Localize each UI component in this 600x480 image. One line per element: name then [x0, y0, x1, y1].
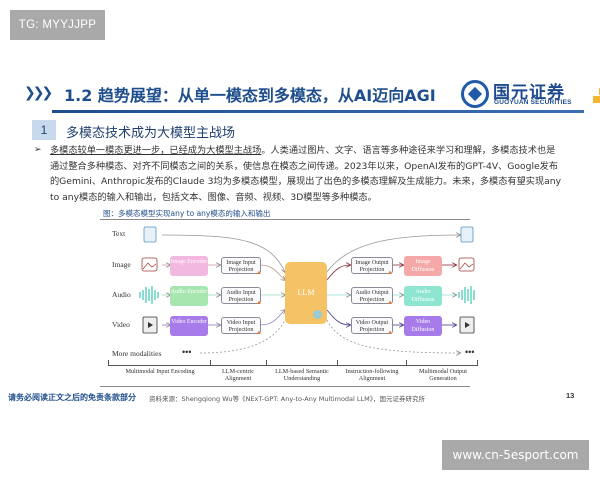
- video-output-projection: Video Output Projection: [351, 317, 393, 334]
- fire-icon: ▲: [387, 270, 393, 276]
- stage-tick: [210, 360, 211, 366]
- video-input-projection: Video Input Projection: [221, 317, 261, 334]
- audio-encoder: Audio Encoder: [170, 286, 208, 306]
- logo-en-text: GUOYUAN SECURITIES: [494, 99, 572, 106]
- stage-label: Multimodal Input Encoding: [125, 368, 195, 375]
- audio-input-projection: Audio Input Projection: [221, 287, 261, 304]
- llm-block: LLM: [285, 262, 327, 324]
- image-output-projection: Image Output Projection: [351, 257, 393, 274]
- chevrons-icon: ❯❯❯: [24, 84, 53, 100]
- page-number: 13: [566, 391, 575, 400]
- stage-tick: [108, 360, 109, 366]
- stage-label: Multimodal Output Generation: [419, 368, 467, 382]
- video-diffusion: Video Diffusion: [404, 316, 442, 336]
- input-label-image: Image: [112, 260, 131, 269]
- bullet-icon: ➢: [34, 145, 42, 155]
- audio-diffusion: Audio Diffusion: [404, 286, 442, 306]
- body-paragraph: ➢ 多模态较单一模态更进一步，已经成为大模型主战场。人类通过图片、文字、语言等多…: [34, 143, 562, 205]
- body-text: 。人类通过图片、文字、语言等多种途径来学习和理解，多模态技术也是通过整合多种模态…: [50, 145, 562, 203]
- logo-emblem-icon: [461, 80, 489, 108]
- watermark-top: TG: MYYJJPP: [10, 10, 105, 40]
- image-diffusion: Image Diffusion: [404, 256, 442, 276]
- company-logo: 国元证券 GUOYUAN SECURITIES: [461, 78, 600, 112]
- ellipsis-output-icon: •••: [465, 347, 475, 357]
- watermark-bottom: www.cn-5esport.com: [442, 440, 589, 470]
- text-doc-output-icon: [460, 226, 474, 243]
- header-divider: [52, 110, 584, 113]
- stage-axis: [108, 365, 478, 366]
- input-label-video: Video: [112, 320, 130, 329]
- stage-tick: [266, 360, 267, 366]
- logo-cn-text: 国元证券: [493, 83, 565, 103]
- diagram-connectors: [139, 226, 475, 385]
- section-title: 多模态技术成为大模型主战场: [66, 126, 236, 141]
- stage-label: Instruction-following Alignment: [345, 368, 399, 382]
- frozen-icon: [313, 310, 322, 319]
- fire-icon: ▲: [256, 300, 262, 306]
- fire-icon: ▲: [256, 270, 262, 276]
- page-header: ❯❯❯ 1.2 趋势展望：从单一模态到多模态，从AI迈向AGI 国元证券 GUO…: [24, 78, 600, 108]
- input-label-audio: Audio: [112, 290, 131, 299]
- stage-tick: [337, 360, 338, 366]
- input-label-more: More modalities: [112, 349, 162, 358]
- logo-squares-icon: [591, 80, 600, 110]
- video-encoder: Video Encoder: [170, 316, 208, 336]
- figure-caption: 图：多模态模型实现any to any模态的输入和输出: [103, 209, 271, 218]
- page-title: 1.2 趋势展望：从单一模态到多模态，从AI迈向AGI: [64, 86, 436, 105]
- text-doc-icon: [143, 226, 157, 243]
- lead-sentence: 多模态较单一模态更进一步，已经成为大模型主战场: [50, 145, 262, 156]
- fire-icon: ▲: [387, 300, 393, 306]
- nextgpt-diagram: Text Image Audio Video More modalities •…: [100, 220, 520, 385]
- stage-tick: [406, 360, 407, 366]
- source-citation: 资料来源：Shengqiong Wu等《NExT-GPT: Any-to-Any…: [149, 395, 426, 403]
- image-input-projection: Image Input Projection: [221, 257, 261, 274]
- figure-top-rule: [100, 219, 470, 220]
- audio-output-projection: Audio Output Projection: [351, 287, 393, 304]
- stage-label: LLM-based Semantic Understanding: [275, 368, 329, 382]
- audio-wave-output-icon: [458, 286, 475, 304]
- section-number: 1: [32, 120, 56, 140]
- input-label-text: Text: [112, 229, 126, 238]
- stage-label: LLM-centric Alignment: [222, 368, 254, 382]
- figure-bottom-rule: [100, 386, 470, 387]
- stage-tick: [477, 360, 478, 366]
- disclaimer-text: 请务必阅读正文之后的免责条款部分: [8, 393, 136, 402]
- fire-icon: ▲: [256, 330, 262, 336]
- audio-wave-icon: [139, 286, 159, 304]
- image-encoder: Image Encoder: [170, 256, 208, 276]
- llm-label: LLM: [297, 288, 315, 297]
- ellipsis-icon: •••: [182, 347, 192, 357]
- fire-icon: ▲: [387, 330, 393, 336]
